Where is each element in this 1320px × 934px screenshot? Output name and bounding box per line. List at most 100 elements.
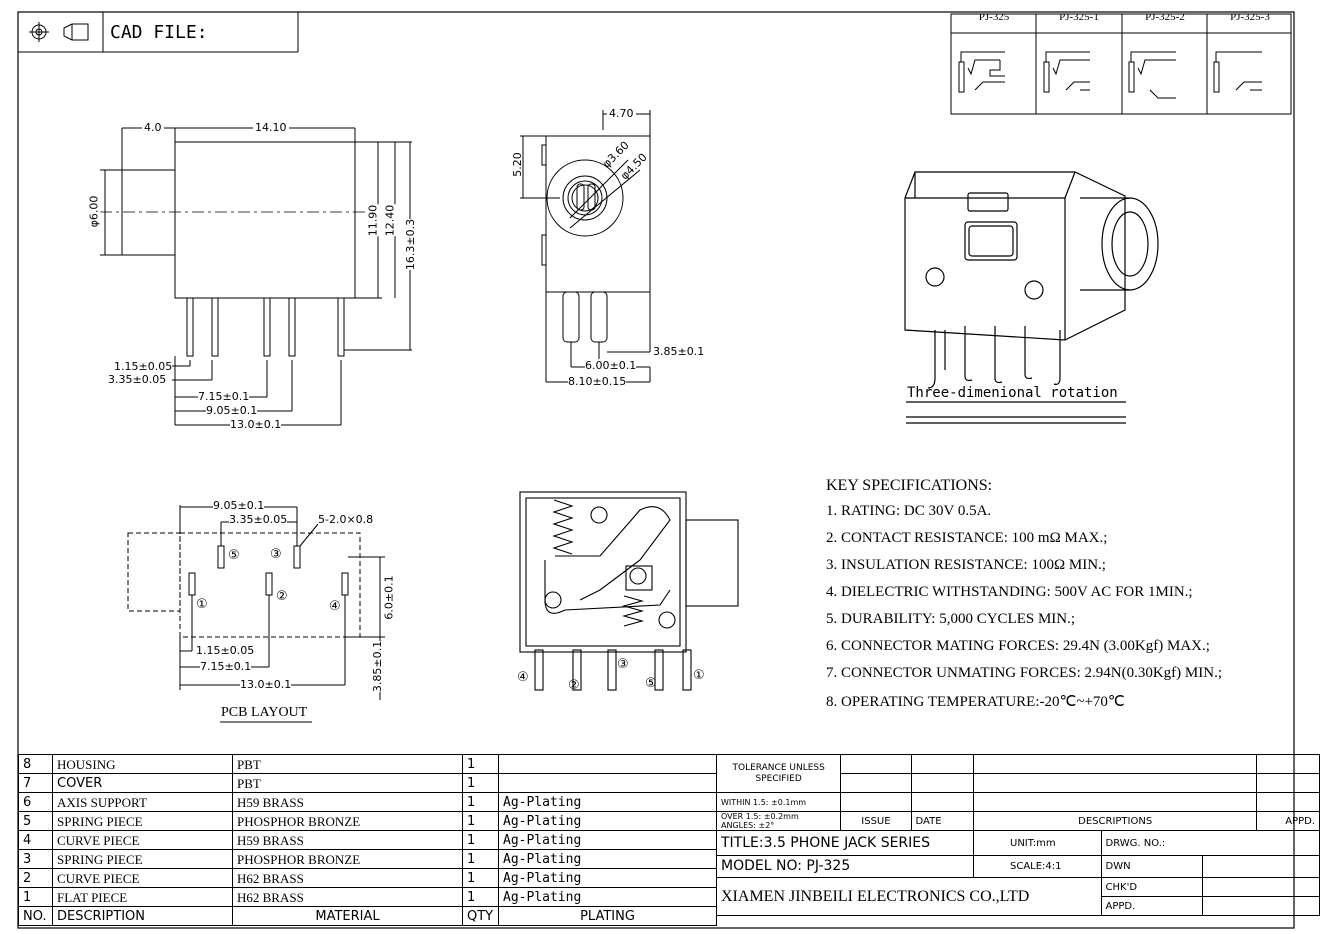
bom-desc: CURVE PIECE xyxy=(52,830,233,850)
dim-label: 14.10 xyxy=(253,121,289,134)
bom-qty: 1 xyxy=(462,792,499,812)
scale-label: SCALE:4:1 xyxy=(973,855,1102,878)
dim-label: 13.0±0.1 xyxy=(240,678,292,691)
variant-label: PJ-325-1 xyxy=(1059,14,1099,23)
front-view xyxy=(520,110,651,383)
bom-material: PHOSPHOR BRONZE xyxy=(232,849,463,869)
dim-label: 5-2.0×0.8 xyxy=(318,513,374,526)
variant-table xyxy=(950,13,1292,115)
bom-no: 5 xyxy=(18,811,53,831)
rotation-caption: Three-dimenional rotation xyxy=(907,385,1118,401)
dim-label: 3.85±0.1 xyxy=(653,345,705,358)
bom-plating xyxy=(498,773,717,793)
specs-title: KEY SPECIFICATIONS: xyxy=(826,477,993,494)
bom-desc: FLAT PIECE xyxy=(52,887,233,907)
dim-label: 1.15±0.05 xyxy=(196,644,255,657)
dim-label: 7.15±0.1 xyxy=(198,390,250,403)
dim-label: 13.0±0.1 xyxy=(230,418,282,431)
spec-item: 1. RATING: DC 30V 0.5A. xyxy=(826,503,992,519)
pin-number: ① xyxy=(693,668,705,683)
bom-material: PHOSPHOR BRONZE xyxy=(232,811,463,831)
drawn-label: DWN xyxy=(1100,855,1203,878)
company-name: XIAMEN JINBEILI ELECTRONICS CO.,LTD xyxy=(716,877,1102,916)
tolerance-within: WITHIN 1.5: ±0.1mm xyxy=(715,792,842,812)
bom-qty: 1 xyxy=(462,849,499,869)
dim-label: 5.20 xyxy=(510,152,524,177)
bom-desc: HOUSING xyxy=(52,754,233,774)
pin-number: ③ xyxy=(270,547,282,562)
dim-label: 3.35±0.05 xyxy=(108,373,167,386)
descriptions-label: DESCRIPTIONS xyxy=(972,811,1258,831)
spec-item: 6. CONNECTOR MATING FORCES: 29.4N (3.00K… xyxy=(826,638,1210,654)
dim-label: φ6.00 xyxy=(87,195,101,228)
bom-plating xyxy=(498,754,717,774)
model-number: MODEL NO: PJ-325 xyxy=(716,855,974,878)
bom-material: H59 BRASS xyxy=(232,830,463,850)
spec-item: 7. CONNECTOR UNMATING FORCES: 2.94N(0.30… xyxy=(826,665,1222,681)
pin-number: ① xyxy=(196,597,208,612)
bom-qty: 1 xyxy=(462,887,499,907)
bom-desc: SPRING PIECE xyxy=(52,811,233,831)
bom-header-no: NO. xyxy=(18,906,53,926)
spec-item: 3. INSULATION RESISTANCE: 100Ω MIN.; xyxy=(826,557,1106,573)
appd-label: APPD. xyxy=(1256,811,1320,831)
drawing-number-label: DRWG. NO.: xyxy=(1100,830,1320,856)
dim-label: 4.0 xyxy=(142,121,164,134)
bom-material: H59 BRASS xyxy=(232,792,463,812)
bom-qty: 1 xyxy=(462,754,499,774)
bom-no: 3 xyxy=(18,849,53,869)
spec-item: 8. OPERATING TEMPERATURE:-20℃~+70℃ xyxy=(826,694,1125,710)
bom-material: H62 BRASS xyxy=(232,868,463,888)
tolerance-angles: ANGLES: ±2° xyxy=(721,821,775,830)
pin-number: ② xyxy=(568,678,580,693)
bom-header-desc: DESCRIPTION xyxy=(52,906,233,926)
bom-header-qty: QTY xyxy=(462,906,499,926)
cad-header xyxy=(18,12,299,53)
tolerance-label: TOLERANCE UNLESS SPECIFIED xyxy=(715,754,842,793)
issue-label: ISSUE xyxy=(840,811,912,831)
bom-desc: CURVE PIECE xyxy=(52,868,233,888)
pcb-layout-caption: PCB LAYOUT xyxy=(221,705,308,720)
bom-plating: Ag-Plating xyxy=(498,811,717,831)
bom-no: 2 xyxy=(18,868,53,888)
bom-no: 6 xyxy=(18,792,53,812)
spec-item: 4. DIELECTRIC WITHSTANDING: 500V AC FOR … xyxy=(826,584,1193,600)
dim-label: 16.3±0.3 xyxy=(404,218,418,271)
pin-number: ⑤ xyxy=(228,548,240,563)
dim-label: 3.85±0.1 xyxy=(371,640,385,693)
date-label: DATE xyxy=(910,811,975,831)
bom-desc: AXIS SUPPORT xyxy=(52,792,233,812)
pin-number: ④ xyxy=(329,599,341,614)
bom-qty: 1 xyxy=(462,773,499,793)
bom-desc: SPRING PIECE xyxy=(52,849,233,869)
bom-plating: Ag-Plating xyxy=(498,887,717,907)
title-block: TOLERANCE UNLESS SPECIFIED WITHIN 1.5: ±… xyxy=(715,754,1320,916)
projection-symbol-icon xyxy=(29,22,89,42)
cad-file-label: CAD FILE: xyxy=(110,22,208,43)
checked-label: CHK'D xyxy=(1100,877,1203,897)
drawing-title: TITLE:3.5 PHONE JACK SERIES xyxy=(716,830,974,856)
bom-material: PBT xyxy=(232,754,463,774)
bom-no: 1 xyxy=(18,887,53,907)
dim-label: 7.15±0.1 xyxy=(200,660,252,673)
variant-label: PJ-325 xyxy=(978,14,1010,23)
dim-label: 4.70 xyxy=(607,107,636,120)
dim-label: 8.10±0.15 xyxy=(568,375,627,388)
bom-plating: Ag-Plating xyxy=(498,792,717,812)
approved-label: APPD. xyxy=(1100,896,1203,916)
bom-qty: 1 xyxy=(462,868,499,888)
pin-number: ③ xyxy=(617,657,629,672)
spec-item: 2. CONTACT RESISTANCE: 100 mΩ MAX.; xyxy=(826,530,1108,546)
bom-plating: Ag-Plating xyxy=(498,868,717,888)
bom-qty: 1 xyxy=(462,811,499,831)
dim-label: 9.05±0.1 xyxy=(213,499,265,512)
